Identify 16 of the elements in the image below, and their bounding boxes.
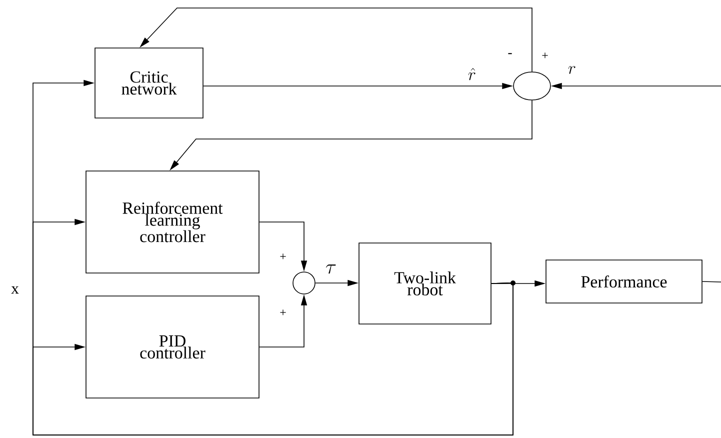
edge-label: $r$ (568, 66, 576, 74)
block-box: PID controller (86, 296, 260, 398)
block-box: Two-link robot (358, 242, 492, 324)
edge-label: $\tau$ (326, 264, 336, 274)
sign-label: - (508, 53, 512, 54)
summing-junction (513, 72, 551, 100)
sign-label: + (542, 52, 548, 58)
sign-label: x (11, 286, 19, 294)
block-box: Reinforcement learning controller (86, 170, 260, 274)
edge-label: $\hat{r}$ (468, 68, 476, 80)
sign-label: + (280, 310, 286, 316)
sign-label: + (280, 254, 286, 260)
arrow (32, 282, 514, 436)
block-box: Performance (546, 260, 702, 304)
block-box: Critic network (94, 48, 204, 118)
summing-junction (292, 272, 316, 294)
